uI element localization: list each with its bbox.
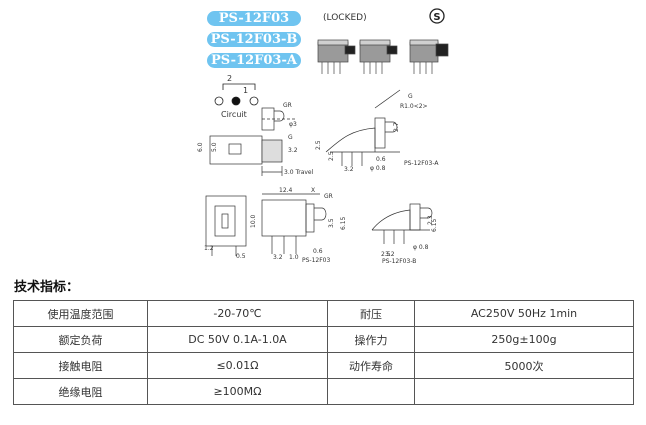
dim-3-5: 3.5 (328, 218, 335, 228)
circuit-pin-2: 2 (227, 74, 232, 83)
spec-value: -20-70℃ (147, 300, 328, 327)
locked-label: (LOCKED) (323, 13, 367, 23)
technical-drawing: S 2 1 Circuit GR φ3 G 3.2 (197, 8, 449, 265)
circuit-label: Circuit (221, 110, 247, 119)
dim-phi3: φ3 (289, 121, 297, 128)
side-view (261, 107, 296, 131)
dim-2-7: 2.7 (393, 122, 400, 132)
table-row: 使用温度范围 -20-70℃ 耐压 AC250V 50Hz 1min (13, 300, 634, 327)
drawing-main-front (205, 195, 247, 256)
spec-label: 额定负荷 (13, 326, 148, 353)
svg-text:S: S (433, 12, 440, 23)
dim-x: X (311, 187, 315, 194)
drawing-label-a: PS-12F03-A (404, 160, 439, 167)
circuit-pin-1: 1 (243, 86, 248, 95)
spec-heading: 技术指标： (14, 280, 80, 295)
drawing-b (371, 203, 433, 244)
dim-12-4: 12.4 (279, 187, 293, 194)
spec-value: AC250V 50Hz 1min (414, 300, 634, 327)
model-badge-ps-12f03: PS-12F03 (207, 11, 301, 26)
dim-gr-2: GR (324, 193, 333, 200)
spec-value (414, 378, 634, 405)
drawing-label-main: PS-12F03 (302, 257, 330, 264)
spec-label: 绝缘电阻 (13, 378, 148, 405)
dim-5-0: 5.0 (211, 142, 218, 152)
dim-2-5d: 2.5 (381, 251, 391, 258)
switch-photo (317, 39, 449, 74)
dim-r: R1.0<2> (400, 103, 428, 110)
dim-1-0: 1.0 (289, 254, 299, 261)
table-row: 接触电阻 ≤0.01Ω 动作寿命 5000次 (13, 352, 634, 379)
spec-value: DC 50V 0.1A-1.0A (147, 326, 328, 353)
dim-2-5b: 2.5 (328, 151, 335, 161)
spec-label: 操作力 (327, 326, 415, 353)
spec-label: 耐压 (327, 300, 415, 327)
table-row: 绝缘电阻 ≥100MΩ (13, 378, 634, 405)
spec-value: ≥100MΩ (147, 378, 328, 405)
spec-label: 动作寿命 (327, 352, 415, 379)
circuit-diagram (214, 83, 259, 106)
safety-s-icon: S (429, 8, 445, 24)
dim-6-15: 6.15 (340, 216, 347, 230)
dim-3-2: 3.2 (288, 147, 298, 154)
spec-label: 使用温度范围 (13, 300, 148, 327)
spec-table: 使用温度范围 -20-70℃ 耐压 AC250V 50Hz 1min 额定负荷 … (13, 300, 634, 405)
dim-3-2c: 3.2 (385, 251, 395, 258)
spec-value: ≤0.01Ω (147, 352, 328, 379)
table-row: 额定负荷 DC 50V 0.1A-1.0A 操作力 250g±100g (13, 326, 634, 353)
dim-0-6: 0.6 (376, 156, 386, 163)
dim-gr: GR (283, 102, 292, 109)
drawing-main-side (261, 193, 327, 254)
dim-1-2: 1.2 (204, 245, 214, 252)
dim-g: G (288, 134, 293, 141)
dim-3-2-2: 3.2 (344, 166, 354, 173)
spec-value: 5000次 (414, 352, 634, 379)
model-badge-ps-12f03-b: PS-12F03-B (207, 32, 301, 47)
spec-label (327, 378, 415, 405)
front-view (209, 135, 283, 176)
dim-travel: 3.0 Travel (284, 169, 314, 176)
dim-6-15b: 6.15 (431, 218, 438, 232)
dim-10-0: 10.0 (250, 214, 257, 228)
dim-phi08b: φ 0.8 (413, 244, 429, 251)
spec-value: 250g±100g (414, 326, 634, 353)
spec-label: 接触电阻 (13, 352, 148, 379)
dim-2-5: 2.5 (315, 140, 322, 150)
dim-2-3: 2.3 (427, 215, 434, 225)
dim-3-2b: 3.2 (273, 254, 283, 261)
drawing-label-b: PS-12F03-B (382, 258, 416, 265)
model-badge-ps-12f03-a: PS-12F03-A (207, 53, 301, 68)
dim-0-5: 0.5 (236, 253, 246, 260)
dim-0-6-2: 0.6 (313, 248, 323, 255)
dim-g-a: G (408, 93, 413, 100)
drawing-a (325, 89, 401, 166)
dim-6-0: 6.0 (197, 142, 204, 152)
dim-phi08: φ 0.8 (370, 165, 386, 172)
